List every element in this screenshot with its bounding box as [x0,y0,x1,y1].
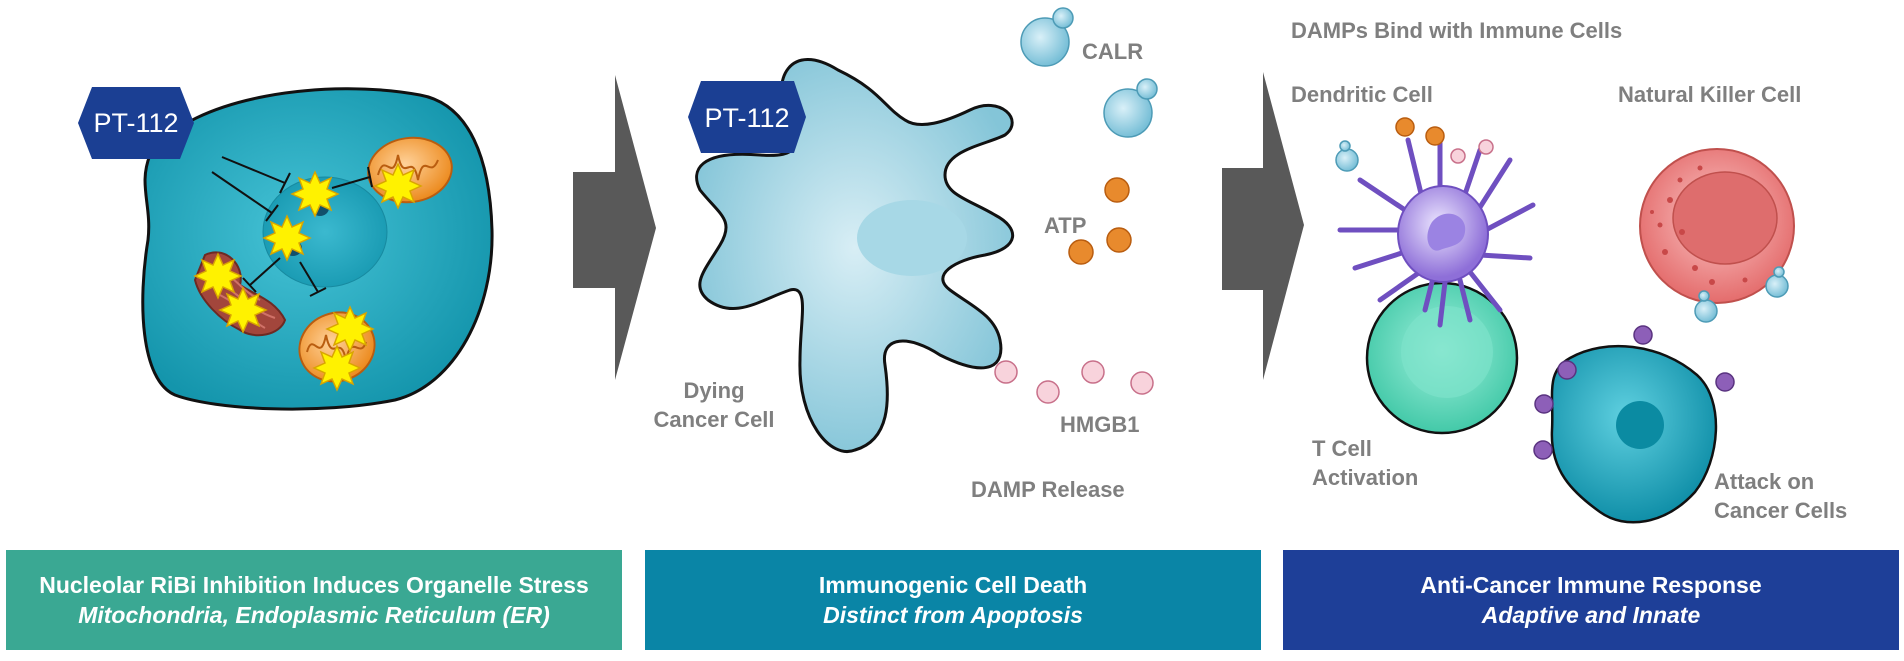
stress-burst-icon [193,252,243,300]
stress-burst-icon [373,162,423,210]
dying-cancer-cell [695,58,1014,453]
banner-3-subtitle: Adaptive and Innate [1481,602,1701,628]
atp-molecules [1068,177,1132,265]
attack-label-2: Cancer Cells [1714,498,1847,523]
dendritic-cell [1335,117,1536,328]
banner-immune-response: Anti-Cancer Immune Response Adaptive and… [1283,550,1899,650]
panel3-heading: DAMPs Bind with Immune Cells [1291,18,1622,43]
process-arrow-2 [1222,72,1304,380]
drug-hexagon-2: PT-112 [688,81,806,153]
stress-bursts [193,162,423,392]
dying-nucleus [857,200,967,276]
purple-granules [1533,325,1735,460]
hmgb1-label: HMGB1 [1060,412,1139,437]
calr-label: CALR [1082,39,1143,64]
nk-cell-label: Natural Killer Cell [1618,82,1801,107]
target-cancer-cell [1550,344,1718,524]
banner-3-title: Anti-Cancer Immune Response [1420,572,1762,598]
dying-cell-label-1: Dying [683,378,744,403]
tcell-label-2: Activation [1312,465,1418,490]
stress-burst-icon [262,214,312,262]
stress-burst-icon [312,344,362,392]
banner-1-subtitle: Mitochondria, Endoplasmic Reticulum (ER) [78,602,550,628]
nk-cell [1639,148,1795,323]
banner-organelle-stress: Nucleolar RiBi Inhibition Induces Organe… [6,550,622,650]
banner-immunogenic-death: Immunogenic Cell Death Distinct from Apo… [645,550,1261,650]
dendritic-cell-label: Dendritic Cell [1291,82,1433,107]
drug-label-2: PT-112 [704,103,789,133]
calr-molecules [1020,7,1158,138]
damp-release-label: DAMP Release [971,477,1125,502]
inhibition-lines [211,156,373,297]
stress-burst-icon [218,286,268,334]
atp-label: ATP [1044,213,1086,238]
drug-hexagon-1: PT-112 [78,87,194,159]
stress-burst-icon [325,305,375,353]
stress-burst-icon [290,170,340,218]
banner-2-subtitle: Distinct from Apoptosis [823,602,1083,628]
dying-cell-label-2: Cancer Cell [653,407,774,432]
hmgb1-molecules [994,360,1154,404]
banner-2-title: Immunogenic Cell Death [818,572,1088,598]
banner-1-title: Nucleolar RiBi Inhibition Induces Organe… [39,572,589,598]
process-arrow-1 [573,75,656,380]
drug-label: PT-112 [93,108,178,138]
tcell-label-1: T Cell [1312,436,1372,461]
t-cell [1365,281,1519,435]
attack-label-1: Attack on [1714,469,1814,494]
